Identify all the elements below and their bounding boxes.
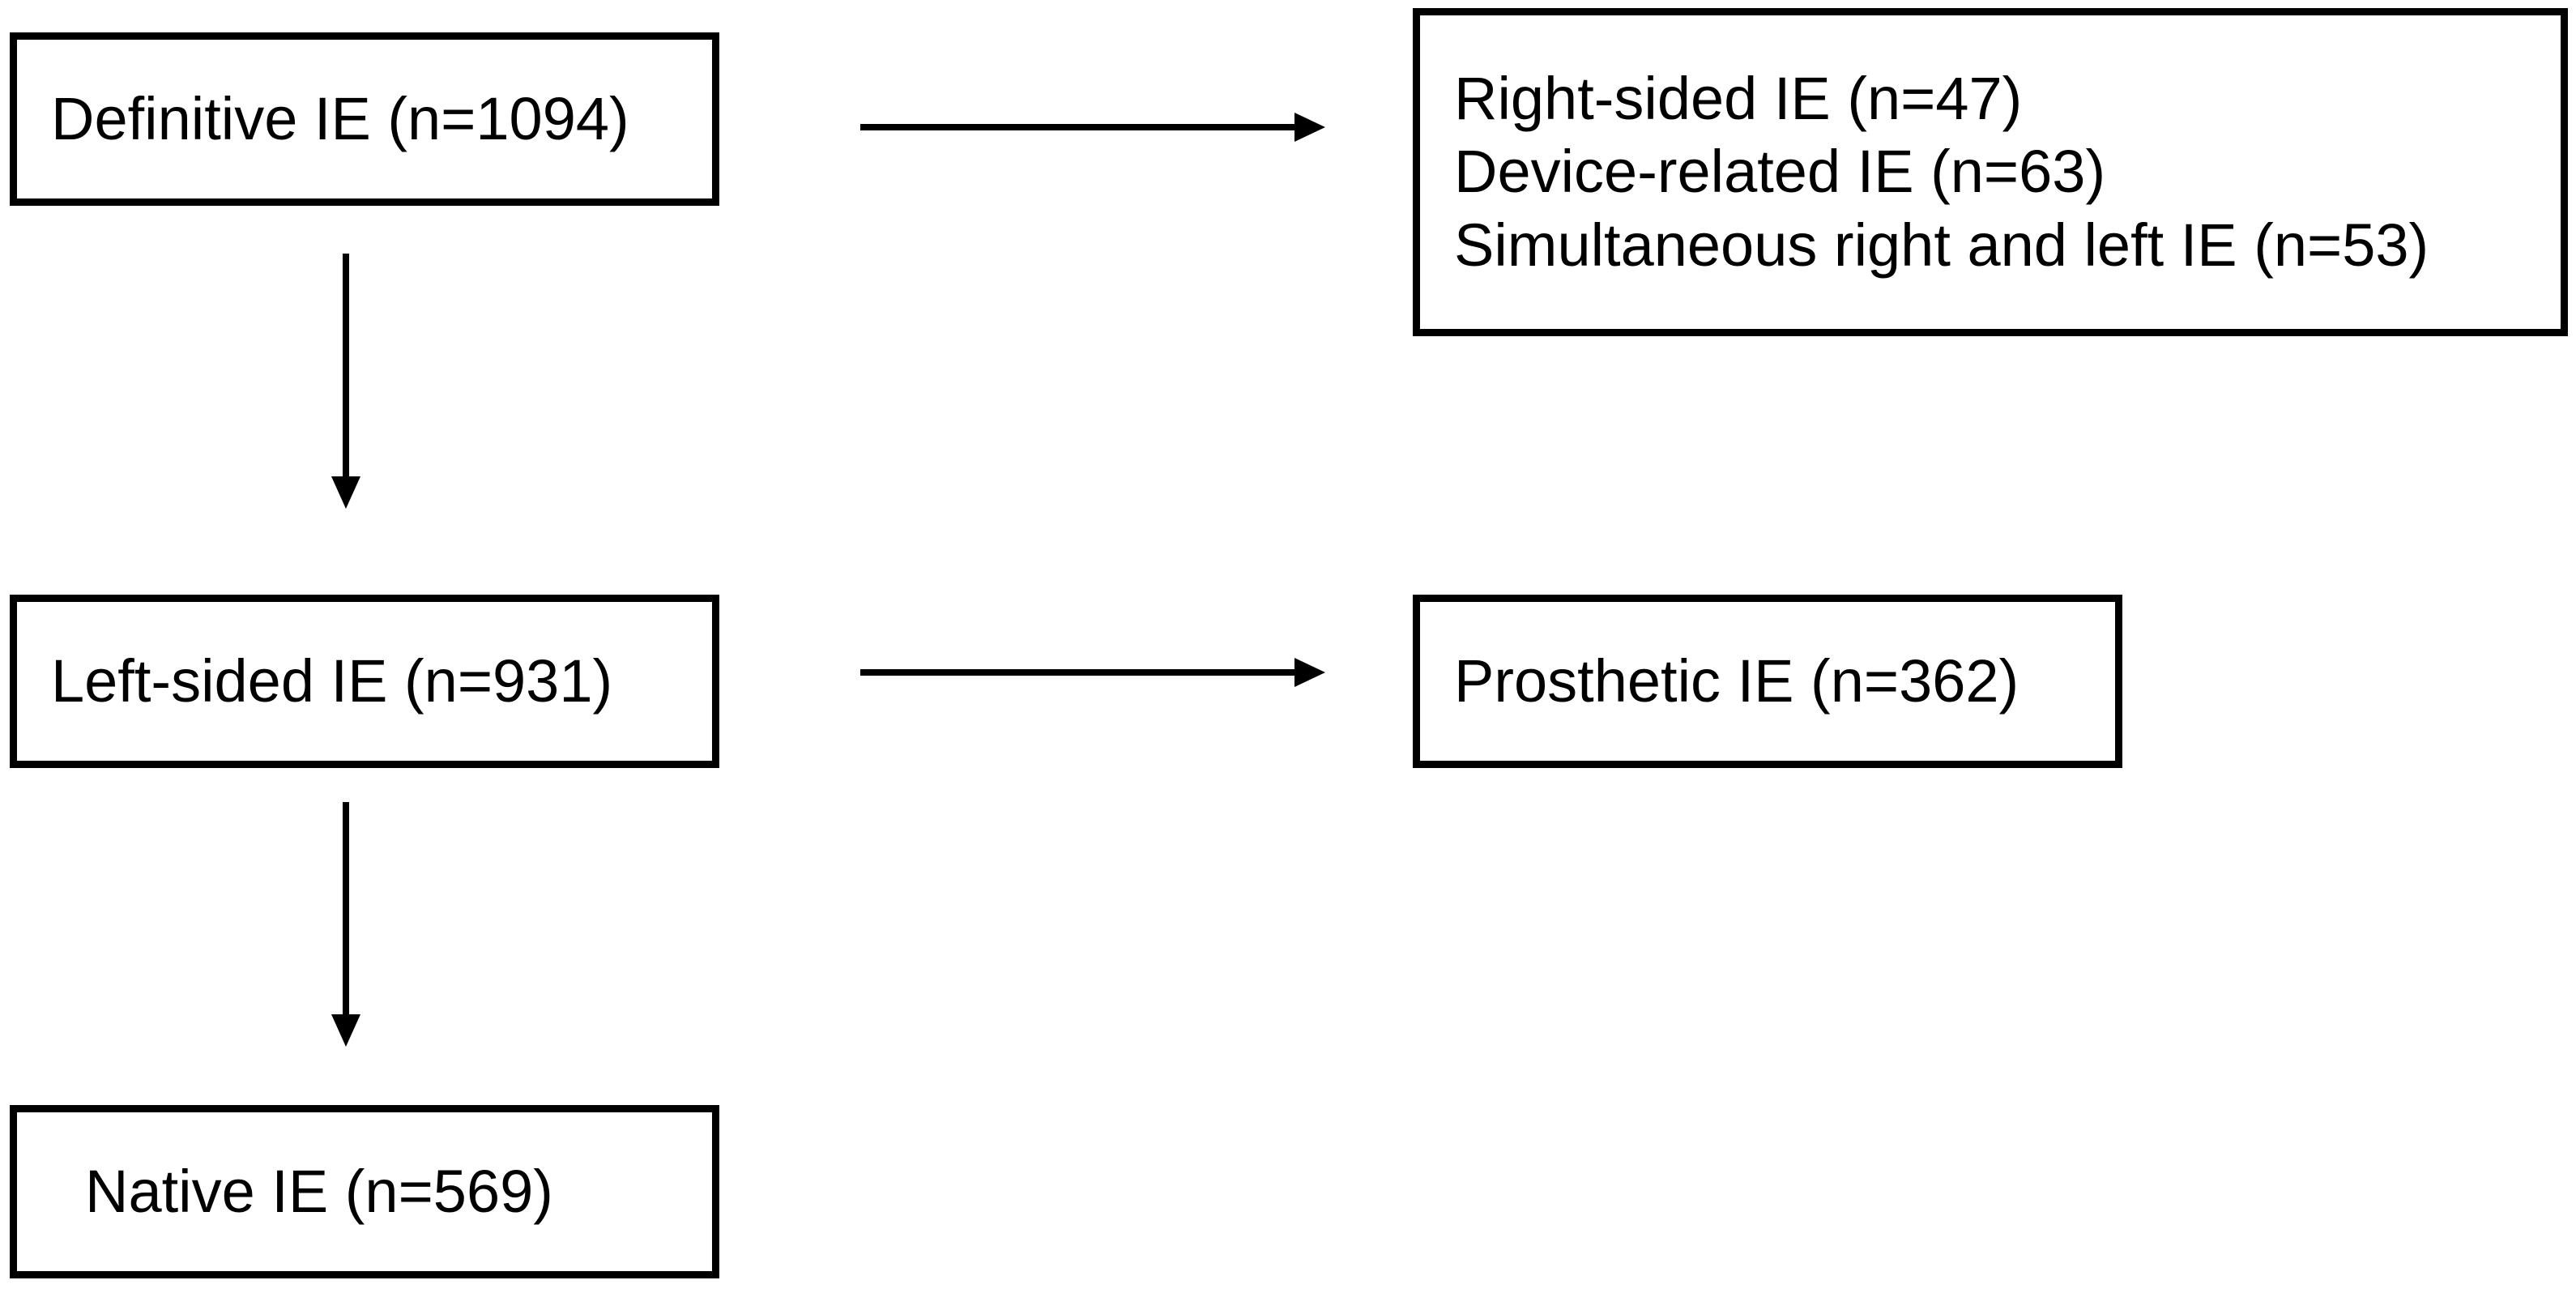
device-related-ie-label: Device-related IE (n=63) <box>1454 138 2106 206</box>
arrow-definitive-to-excluded <box>860 113 1325 142</box>
left-sided-ie-label: Left-sided IE (n=931) <box>51 646 613 715</box>
prosthetic-ie-box: Prosthetic IE (n=362) <box>1413 595 2122 768</box>
native-ie-box: Native IE (n=569) <box>10 1105 719 1278</box>
definitive-ie-box: Definitive IE (n=1094) <box>10 32 719 206</box>
prosthetic-ie-label: Prosthetic IE (n=362) <box>1454 646 2019 715</box>
right-sided-ie-label: Right-sided IE (n=47) <box>1454 65 2023 133</box>
native-ie-label: Native IE (n=569) <box>85 1157 553 1225</box>
arrow-definitive-to-left-sided <box>331 254 360 509</box>
definitive-ie-label: Definitive IE (n=1094) <box>51 84 629 152</box>
arrow-left-sided-to-prosthetic <box>860 658 1325 687</box>
arrow-left-sided-to-native <box>331 802 360 1047</box>
left-sided-ie-box: Left-sided IE (n=931) <box>10 595 719 768</box>
simultaneous-ie-label: Simultaneous right and left IE (n=53) <box>1454 211 2429 279</box>
excluded-ie-box: Right-sided IE (n=47) Device-related IE … <box>1413 8 2568 336</box>
